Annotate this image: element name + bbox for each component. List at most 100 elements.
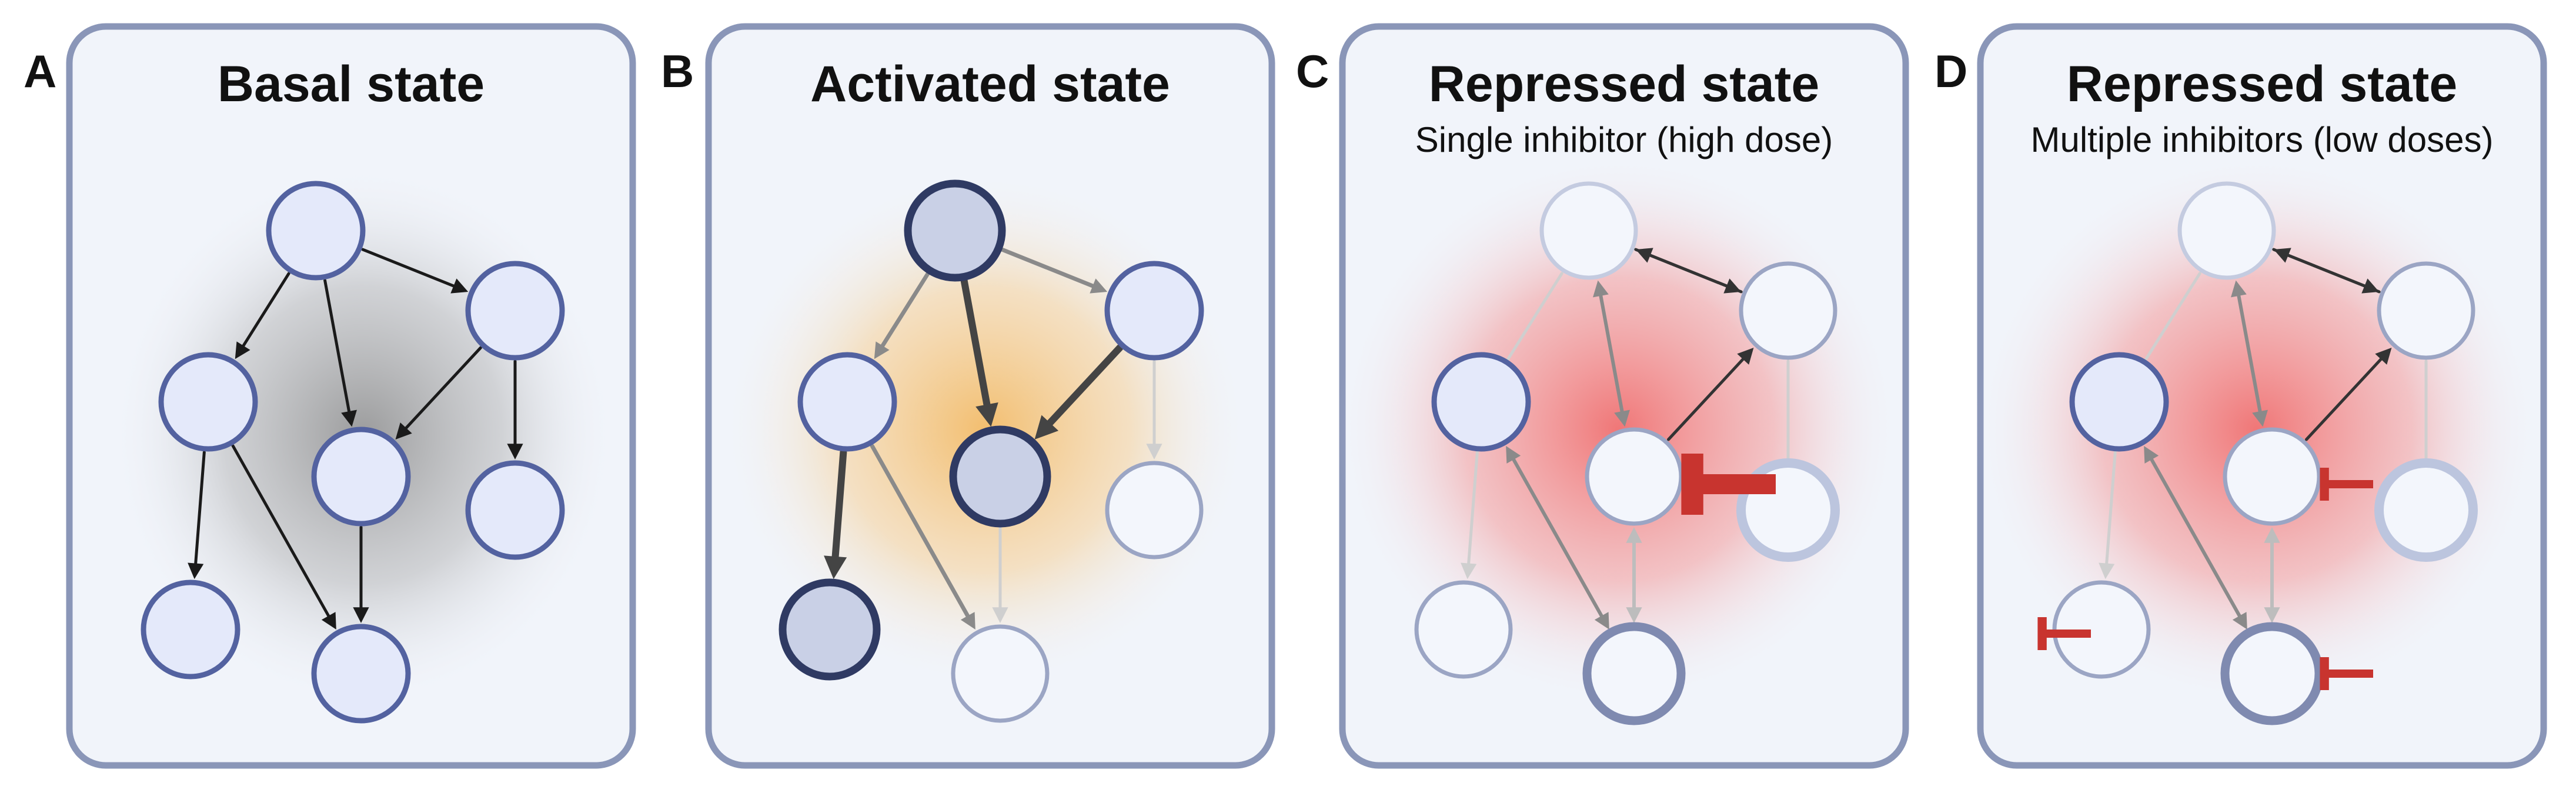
node-botmid	[2220, 622, 2324, 725]
node-left	[1431, 352, 1531, 452]
arrowhead	[960, 612, 975, 630]
node-right	[465, 460, 565, 560]
panel-a: A Basal state	[24, 23, 636, 769]
edges	[1461, 248, 1790, 630]
inhibitor-bar	[1681, 454, 1703, 515]
edge-mid-tr	[1667, 353, 1749, 441]
inhibitor-stem	[2045, 630, 2091, 638]
nodes	[2052, 181, 2478, 725]
node-botmid	[1582, 622, 1686, 725]
panel-letter: A	[24, 45, 56, 97]
arrowhead	[874, 341, 890, 359]
node-mid	[1585, 427, 1683, 526]
node-botleft	[1414, 580, 1513, 679]
arrowhead	[1626, 607, 1642, 623]
edges	[188, 248, 523, 630]
edge-top-tr	[2272, 248, 2372, 290]
edge-left-botmid	[870, 444, 973, 624]
arrowhead	[2361, 278, 2380, 294]
edge-left-botmid	[231, 444, 333, 623]
arrowhead	[2231, 280, 2247, 298]
arrowhead	[1146, 444, 1162, 459]
edge-tr-mid	[400, 346, 482, 434]
edge-top-tr	[1000, 247, 1101, 291]
arrowhead	[1090, 278, 1108, 294]
arrowhead	[2375, 348, 2392, 365]
arrowhead	[1723, 278, 1742, 294]
panel-title: Repressed state	[1429, 56, 1819, 112]
panel-subtitle: Single inhibitor (high dose)	[1415, 120, 1833, 159]
arrowhead	[975, 402, 998, 427]
panel-title: Repressed state	[2067, 56, 2457, 112]
edge-top-mid	[323, 279, 352, 419]
node-top	[266, 181, 366, 281]
node-botmid	[951, 624, 1050, 723]
arrowhead	[992, 607, 1008, 623]
node-botleft	[779, 578, 881, 681]
arrowhead	[2264, 607, 2280, 623]
node-left	[797, 352, 897, 452]
arrowhead	[450, 278, 469, 294]
panel-letter: C	[1296, 45, 1329, 97]
inhibitor-symbol	[2320, 657, 2373, 690]
arrowhead	[1594, 612, 1609, 630]
edge-top-tr	[361, 248, 461, 290]
arrowhead	[235, 341, 250, 359]
node-top	[904, 179, 1006, 282]
arrowhead	[2099, 562, 2115, 579]
inhibitor-stem	[2327, 480, 2373, 488]
arrowhead	[321, 612, 336, 630]
edges	[824, 247, 1162, 630]
arrowhead	[1737, 348, 1754, 365]
node-botmid	[311, 624, 411, 724]
edge-left-botmid	[1509, 452, 1606, 623]
panel-title: Activated state	[810, 56, 1170, 112]
node-mid	[311, 427, 411, 527]
arrowhead	[2264, 527, 2280, 543]
node-top	[2177, 181, 2276, 280]
arrowhead	[2144, 445, 2159, 464]
panel-subtitle: Multiple inhibitors (low doses)	[2031, 120, 2494, 159]
arrowhead	[1614, 409, 1630, 427]
node-mid	[949, 425, 1051, 528]
edge-top-mid	[960, 277, 993, 417]
arrowhead	[1506, 445, 1521, 464]
arrowhead	[824, 555, 847, 579]
arrowhead	[395, 422, 412, 439]
inhibitor-symbol	[2320, 468, 2373, 501]
edge-left-top	[2144, 272, 2201, 361]
node-left	[158, 352, 258, 452]
arrowhead	[507, 444, 523, 459]
node-botleft	[141, 579, 240, 680]
node-left	[2069, 352, 2169, 452]
node-tr	[2377, 261, 2475, 360]
inhibitor-bar	[2320, 468, 2329, 501]
panel-letter: B	[661, 45, 694, 97]
arrowhead	[1461, 562, 1477, 579]
edge-left-botleft	[2104, 451, 2117, 571]
arrowhead	[1034, 415, 1059, 439]
arrowhead	[1593, 280, 1609, 298]
arrowhead	[1626, 527, 1642, 543]
edge-top-left	[877, 271, 930, 353]
edge-tr-mid	[1040, 344, 1124, 433]
arrowhead	[2252, 409, 2268, 427]
edge-left-botleft	[831, 448, 847, 569]
edge-top-mid	[1598, 288, 1625, 419]
arrowhead	[341, 409, 357, 427]
nodes	[779, 179, 1204, 723]
arrowhead	[353, 607, 369, 623]
node-right	[2374, 458, 2478, 562]
arrowhead	[188, 562, 204, 579]
node-tr	[1739, 261, 1837, 360]
inhibitor-symbol	[2037, 617, 2091, 650]
panel-title: Basal state	[218, 56, 485, 112]
edge-left-botleft	[193, 451, 206, 571]
edge-mid-tr	[2305, 353, 2387, 441]
arrowhead	[2232, 612, 2247, 630]
edges	[2099, 248, 2428, 630]
edge-left-botleft	[1466, 451, 1479, 571]
